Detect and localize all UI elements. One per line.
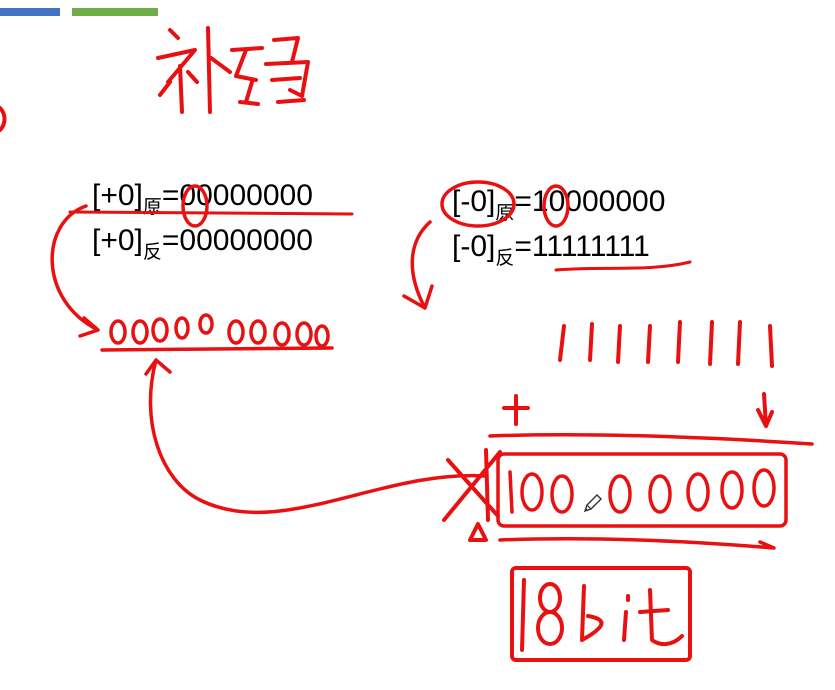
expr-bits: 11111111 bbox=[531, 230, 650, 263]
expr-prefix: [-0] bbox=[452, 230, 496, 263]
expr-bits: 10000000 bbox=[531, 185, 666, 218]
arrow-left-curve bbox=[50, 204, 100, 338]
strike-line bbox=[68, 210, 354, 216]
handwritten-plus bbox=[502, 394, 530, 426]
expr-equals: = bbox=[514, 185, 532, 218]
handwritten-8bit bbox=[520, 578, 684, 652]
pencil-icon bbox=[583, 494, 602, 513]
bit-size-box bbox=[510, 566, 692, 662]
expr-equals: = bbox=[161, 179, 180, 212]
arrow-back-curve bbox=[144, 358, 486, 515]
circle-negative-zero bbox=[440, 180, 516, 228]
accent-bar-blue bbox=[0, 8, 60, 16]
expr-equals: = bbox=[514, 230, 532, 263]
handwritten-zeros-left bbox=[100, 313, 334, 352]
arrow-right-down bbox=[402, 220, 434, 310]
negative-zero-original-code: [-0]原=10000000 bbox=[452, 184, 665, 224]
expr-prefix: [+0] bbox=[92, 179, 143, 212]
register-underline bbox=[498, 536, 776, 550]
edge-mark bbox=[0, 106, 7, 132]
expr-bits: 00000000 bbox=[179, 179, 313, 212]
negative-zero-inverse-code: [-0]反=11111111 bbox=[452, 229, 650, 269]
expr-equals: = bbox=[161, 224, 180, 257]
expr-subscript: 反 bbox=[142, 242, 162, 263]
expr-prefix: [-0] bbox=[452, 185, 496, 218]
expr-prefix: [+0] bbox=[92, 224, 143, 257]
sum-line bbox=[488, 432, 814, 446]
underline-ones bbox=[554, 260, 692, 272]
circle-sign-bit-neg bbox=[542, 184, 570, 228]
handwritten-title bbox=[156, 26, 310, 114]
plus-arrow bbox=[756, 392, 774, 428]
circle-sign-bit bbox=[181, 184, 209, 228]
expr-subscript: 原 bbox=[495, 203, 515, 224]
positive-zero-inverse-code: [+0]反=00000000 bbox=[92, 223, 313, 263]
handwritten-zeros-register bbox=[508, 468, 776, 514]
expr-subscript: 反 bbox=[495, 248, 515, 269]
accent-bar-green bbox=[72, 8, 158, 16]
expr-bits: 00000000 bbox=[179, 224, 313, 257]
overflow-bit-crossed bbox=[442, 448, 502, 542]
handwritten-ones bbox=[558, 320, 774, 368]
register-box bbox=[496, 452, 788, 528]
